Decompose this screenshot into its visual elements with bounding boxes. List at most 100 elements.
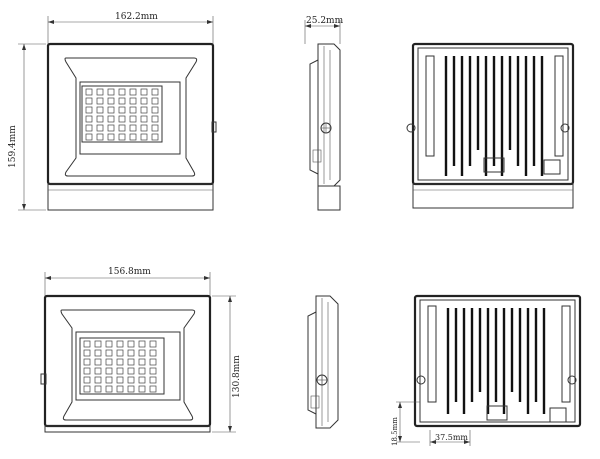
heat-fins-top [444,56,544,176]
led-chip [138,385,146,393]
led-chip [151,97,159,105]
led-chip [96,88,104,96]
led-chip [151,133,159,141]
led-chip [116,349,124,357]
led-chip [94,376,102,384]
led-chip [105,385,113,393]
led-chip [127,367,135,375]
led-chip [127,358,135,366]
led-chip [85,88,93,96]
led-chip [85,106,93,114]
top-depth-label: 25.2mm [306,16,344,26]
led-chip [129,97,137,105]
led-chip [118,106,126,114]
led-chip [83,367,91,375]
led-chip [140,88,148,96]
led-chip [85,115,93,123]
led-chip [151,115,159,123]
led-chip [138,376,146,384]
led-chip [116,358,124,366]
top-height-label: 159.4mm [8,125,18,168]
led-chip [96,115,104,123]
led-chip [140,97,148,105]
led-chip [116,367,124,375]
led-chip [94,385,102,393]
led-chip [107,115,115,123]
bottom-side-view [307,295,339,429]
led-chip [127,340,135,348]
led-chip [151,106,159,114]
led-chip [151,124,159,132]
led-chip [149,376,157,384]
led-chip [105,358,113,366]
bottom-front-view: 156.8mm 130.8mm [40,267,242,433]
led-chip [138,340,146,348]
bottom-height-label: 130.8mm [232,355,242,398]
led-chip [127,376,135,384]
led-chip [107,124,115,132]
led-chip [138,358,146,366]
led-chip [85,124,93,132]
led-chip [96,133,104,141]
led-chip [94,349,102,357]
led-chip [118,97,126,105]
led-chip [107,88,115,96]
led-chip [149,367,157,375]
led-chip [118,88,126,96]
led-chip [129,124,137,132]
led-chip [94,340,102,348]
top-width-label: 162.2mm [115,12,158,22]
led-chip [83,376,91,384]
led-grid-bottom [83,340,157,393]
led-chip [83,349,91,357]
led-chip [151,88,159,96]
led-chip [107,97,115,105]
led-chip [116,376,124,384]
top-front-view: 162.2mm 159.4mm [8,12,217,211]
led-chip [149,340,157,348]
led-chip [94,367,102,375]
led-chip [118,133,126,141]
led-chip [127,385,135,393]
led-chip [140,124,148,132]
led-chip [129,133,137,141]
bottom-offset-v-label: 18.5mm [391,417,399,446]
led-chip [105,340,113,348]
led-chip [140,133,148,141]
led-chip [149,349,157,357]
bottom-back-view: 18.5mm 37.5mm [391,294,582,446]
led-chip [129,115,137,123]
led-chip [96,106,104,114]
led-chip [118,124,126,132]
led-chip [127,349,135,357]
led-chip [129,106,137,114]
led-chip [96,124,104,132]
led-chip [83,385,91,393]
led-chip [118,115,126,123]
led-chip [94,358,102,366]
led-chip [105,349,113,357]
led-chip [116,385,124,393]
heat-fins-bottom [446,308,546,414]
top-back-view [406,42,575,209]
led-chip [149,358,157,366]
led-grid-top [85,88,159,141]
led-chip [83,340,91,348]
led-chip [85,133,93,141]
led-chip [140,106,148,114]
led-chip [107,106,115,114]
led-chip [83,358,91,366]
led-chip [105,376,113,384]
led-chip [105,367,113,375]
bottom-offset-h-label: 37.5mm [435,433,468,442]
led-chip [138,349,146,357]
bottom-width-label: 156.8mm [108,267,151,277]
led-chip [138,367,146,375]
led-chip [96,97,104,105]
led-chip [85,97,93,105]
top-side-view: 25.2mm [304,16,344,211]
led-chip [140,115,148,123]
led-chip [116,340,124,348]
led-chip [129,88,137,96]
